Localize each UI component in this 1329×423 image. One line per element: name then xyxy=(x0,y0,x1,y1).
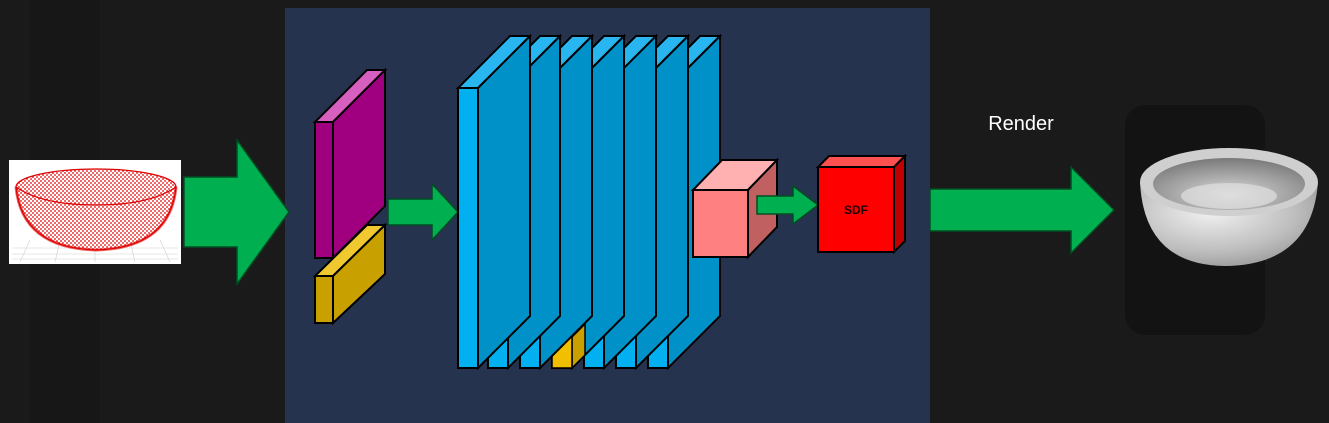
render-label: Render xyxy=(988,113,1054,135)
point-cloud-bowl-image xyxy=(9,160,181,264)
network-layer xyxy=(455,33,533,371)
input-arrow xyxy=(183,137,290,287)
network-layer-stack xyxy=(455,33,723,371)
latent-arrow xyxy=(756,184,820,226)
sdf-label: SDF xyxy=(844,203,868,217)
render-arrow xyxy=(929,165,1116,255)
sdf-block: SDF xyxy=(815,153,908,255)
magenta-feature-block xyxy=(312,67,388,261)
yellow-feature-block xyxy=(312,222,388,326)
rendered-bowl-image xyxy=(1140,148,1318,266)
latent-cube xyxy=(690,157,780,260)
encoder-arrow xyxy=(387,182,460,242)
